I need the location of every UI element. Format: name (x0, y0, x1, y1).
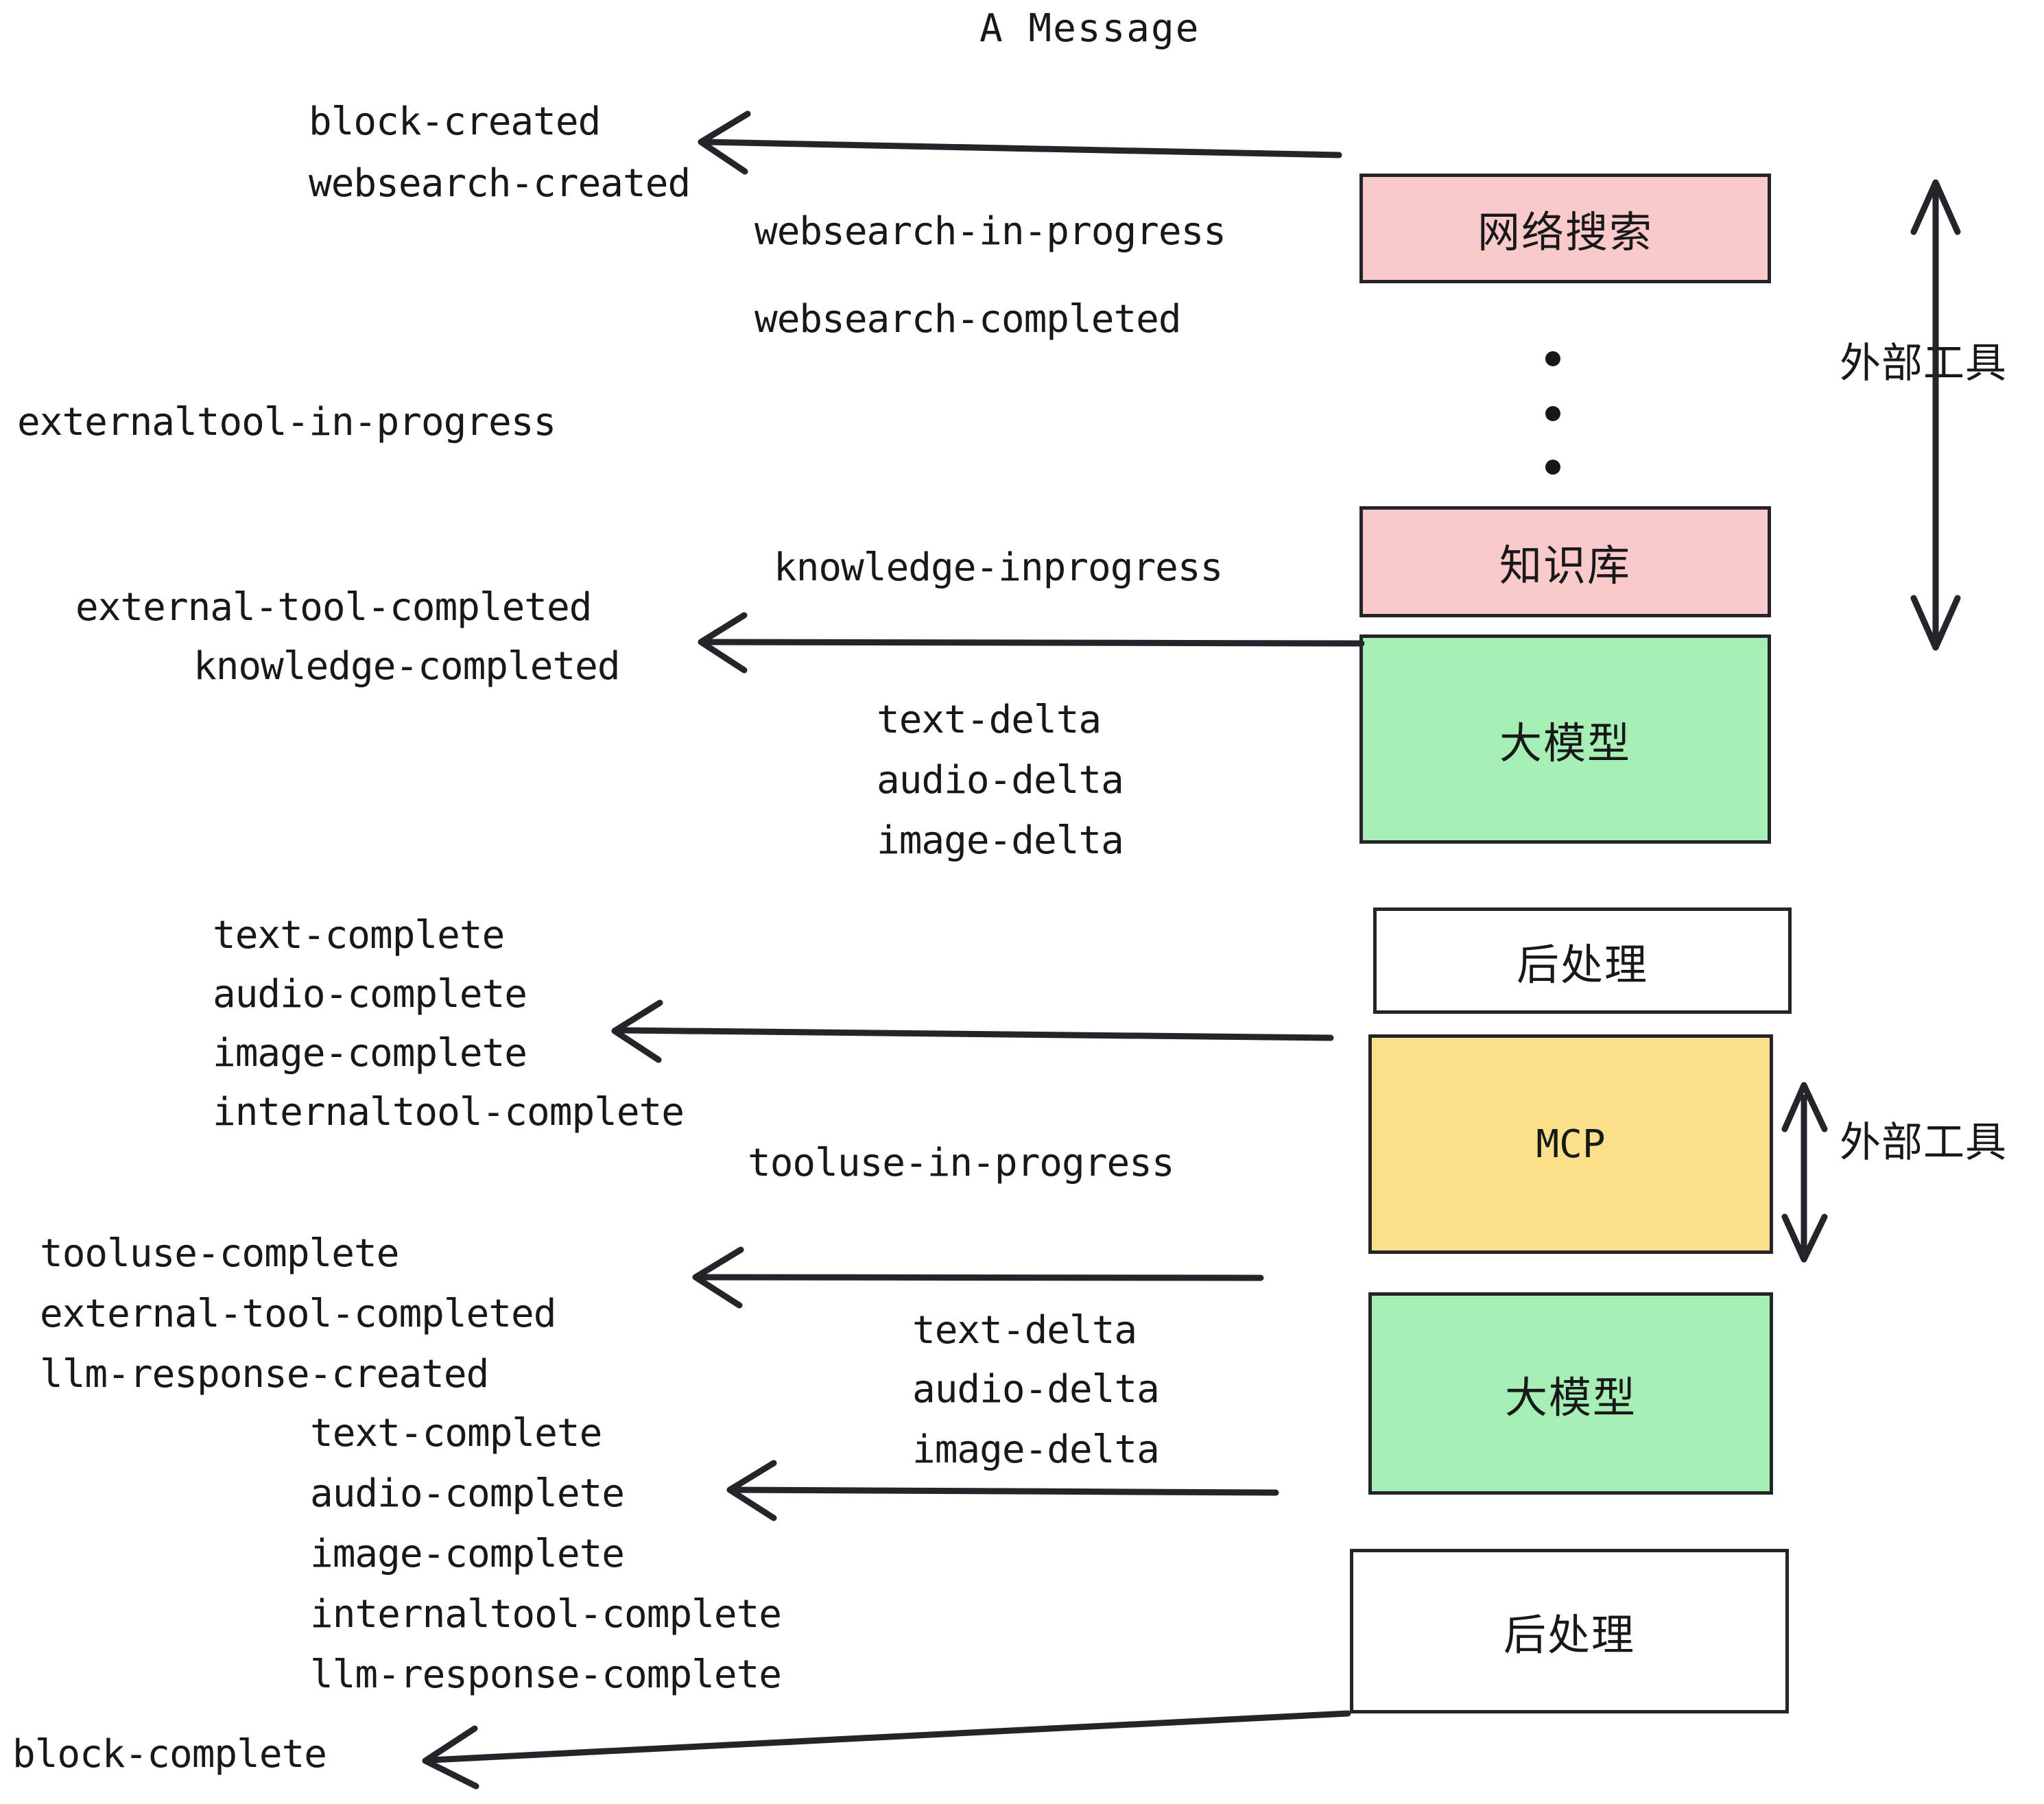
page-title: A Message (979, 6, 1200, 51)
event-label-text-complete-1: text-complete (213, 913, 505, 958)
arrow-postprocess1-to-events (617, 1027, 1334, 1041)
event-label-audio-delta-1: audio-delta (877, 758, 1124, 803)
event-label-audio-delta-2: audio-delta (912, 1367, 1160, 1412)
node-llm-2[interactable]: 大模型 (1368, 1292, 1773, 1495)
event-label-websearch-in-progress: websearch-in-progress (754, 209, 1226, 254)
arrow-postprocess2-to-block-complete (427, 1710, 1351, 1764)
event-label-image-complete-2: image-complete (310, 1532, 625, 1576)
event-label-websearch-completed: websearch-completed (754, 297, 1182, 342)
event-label-block-complete: block-complete (12, 1732, 327, 1777)
ellipsis-dot-3 (1545, 460, 1560, 475)
arrow-llm2-to-events (732, 1486, 1279, 1496)
ellipsis-dot-2 (1545, 406, 1560, 421)
event-label-knowledge-inprogress: knowledge-inprogress (774, 545, 1223, 590)
node-label-postprocess-1: 后处理 (1516, 939, 1648, 990)
arrowhead-knowledge-to-events (698, 612, 748, 674)
event-label-internaltool-complete-1: internaltool-complete (213, 1090, 685, 1135)
side-label-external-tool-bottom: 外部工具 (1840, 1119, 2007, 1167)
external-tool-arrowhead-bottom-up (1781, 1082, 1828, 1132)
node-postprocess-1[interactable]: 后处理 (1373, 907, 1792, 1014)
node-label-mcp: MCP (1536, 1121, 1606, 1167)
event-label-image-delta-2: image-delta (912, 1427, 1160, 1472)
event-label-text-delta-2: text-delta (912, 1308, 1137, 1353)
side-label-external-tool-top: 外部工具 (1840, 340, 2007, 388)
node-label-postprocess-2: 后处理 (1503, 1610, 1635, 1660)
arrowhead-websearch-to-events (698, 110, 751, 175)
arrow-knowledge-to-events (703, 639, 1365, 647)
event-label-audio-complete-1: audio-complete (213, 972, 527, 1017)
arrowhead-postprocess2-to-block-complete (422, 1725, 479, 1790)
event-label-text-complete-2: text-complete (310, 1411, 602, 1456)
event-label-block-created: block-created (309, 99, 601, 144)
event-label-image-delta-1: image-delta (877, 818, 1124, 863)
event-label-external-tool-completed-1: external-tool-completed (75, 585, 592, 630)
arrowhead-llm2-to-events (726, 1460, 777, 1521)
event-label-tooluse-in-progress: tooluse-in-progress (748, 1141, 1175, 1185)
arrowhead-postprocess1-to-events (611, 999, 663, 1063)
node-knowledge[interactable]: 知识库 (1359, 506, 1771, 617)
external-tool-arrowhead-top-down (1910, 595, 1961, 651)
event-label-llm-response-created: llm-response-created (40, 1352, 489, 1397)
node-postprocess-2[interactable]: 后处理 (1350, 1549, 1789, 1713)
node-mcp[interactable]: MCP (1368, 1034, 1773, 1254)
event-label-external-tool-completed-2: external-tool-completed (40, 1292, 556, 1336)
event-label-image-complete-1: image-complete (213, 1031, 527, 1076)
event-label-internaltool-complete-2: internaltool-complete (310, 1592, 782, 1637)
event-label-llm-response-complete: llm-response-complete (310, 1652, 782, 1697)
event-label-text-delta-1: text-delta (877, 698, 1102, 742)
node-label-knowledge: 知识库 (1499, 541, 1631, 591)
node-label-llm-2: 大模型 (1504, 1372, 1637, 1423)
event-label-audio-complete-2: audio-complete (310, 1471, 625, 1516)
event-label-knowledge-completed: knowledge-completed (193, 644, 621, 689)
node-llm-1[interactable]: 大模型 (1359, 634, 1771, 844)
event-label-externaltool-in-progress: externaltool-in-progress (17, 400, 556, 444)
arrowhead-mcp-to-events (692, 1246, 744, 1309)
node-label-llm-1: 大模型 (1499, 717, 1631, 768)
arrow-mcp-to-events (698, 1274, 1264, 1281)
arrow-websearch-to-events (703, 139, 1342, 158)
external-tool-arrowhead-top-up (1910, 179, 1961, 235)
node-label-websearch: 网络搜索 (1477, 207, 1653, 257)
external-tool-arrowhead-bottom-down (1781, 1213, 1828, 1263)
event-label-tooluse-complete: tooluse-complete (40, 1231, 399, 1276)
event-label-websearch-created: websearch-created (309, 161, 691, 206)
node-websearch[interactable]: 网络搜索 (1359, 174, 1771, 283)
ellipsis-dot-1 (1545, 351, 1560, 366)
